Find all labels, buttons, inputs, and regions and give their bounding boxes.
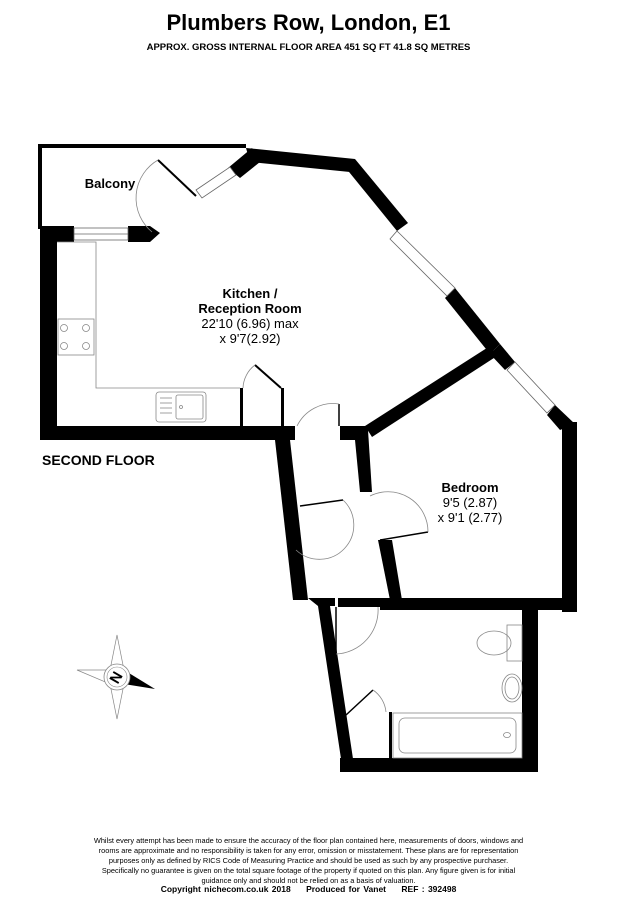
floor-level-label: SECOND FLOOR xyxy=(42,452,155,468)
disclaimer-line: guidance only and should not be relied o… xyxy=(201,876,416,885)
balcony-outline xyxy=(38,144,246,229)
copyright-text: Copyright nichecom.co.uk 2018 xyxy=(160,884,291,894)
hall-doors xyxy=(295,403,429,560)
room-label-kitchen-reception: Kitchen / Reception Room 22'10 (6.96) ma… xyxy=(160,286,340,346)
reference-number: REF : 392498 xyxy=(401,884,457,894)
kitchen-counter xyxy=(57,241,240,423)
bathroom-fixtures xyxy=(392,624,523,759)
room-label-bedroom: Bedroom 9'5 (2.87) x 9'1 (2.77) xyxy=(410,480,530,525)
room-label-balcony: Balcony xyxy=(60,176,160,191)
room-name-line2: Reception Room xyxy=(198,301,302,316)
disclaimer-line: Whilst every attempt has been made to en… xyxy=(93,836,524,845)
room-dimension: 22'10 (6.96) max xyxy=(201,316,299,331)
room-name: Balcony xyxy=(84,176,136,191)
balcony-door xyxy=(135,159,197,233)
disclaimer-line: rooms are approximate and no responsibil… xyxy=(98,846,519,855)
plan-title: Plumbers Row, London, E1 xyxy=(166,10,451,35)
floor-area-subtitle: APPROX. GROSS INTERNAL FLOOR AREA 451 SQ… xyxy=(146,42,471,53)
north-compass-icon xyxy=(76,634,155,720)
room-dimension: x 9'1 (2.77) xyxy=(437,510,503,525)
room-name: Bedroom xyxy=(441,480,499,495)
produced-for-text: Produced for Vanet xyxy=(306,884,387,894)
copyright-footer: Copyright nichecom.co.uk 2018 Produced f… xyxy=(0,884,617,894)
room-dimension: x 9'7(2.92) xyxy=(219,331,281,346)
disclaimer-text: Whilst every attempt has been made to en… xyxy=(60,836,557,886)
kitchen-walls xyxy=(40,148,577,612)
disclaimer-line: Specifically no guarantee is given on th… xyxy=(101,866,516,875)
disclaimer-line: purposes only as defined by RICS Code of… xyxy=(108,856,509,865)
bathroom-walls xyxy=(308,598,538,772)
room-name-line1: Kitchen / xyxy=(222,286,278,301)
windows xyxy=(73,166,556,414)
bathroom-door xyxy=(335,606,387,716)
room-dimension: 9'5 (2.87) xyxy=(442,495,498,510)
kitchen-cupboard xyxy=(240,364,284,426)
